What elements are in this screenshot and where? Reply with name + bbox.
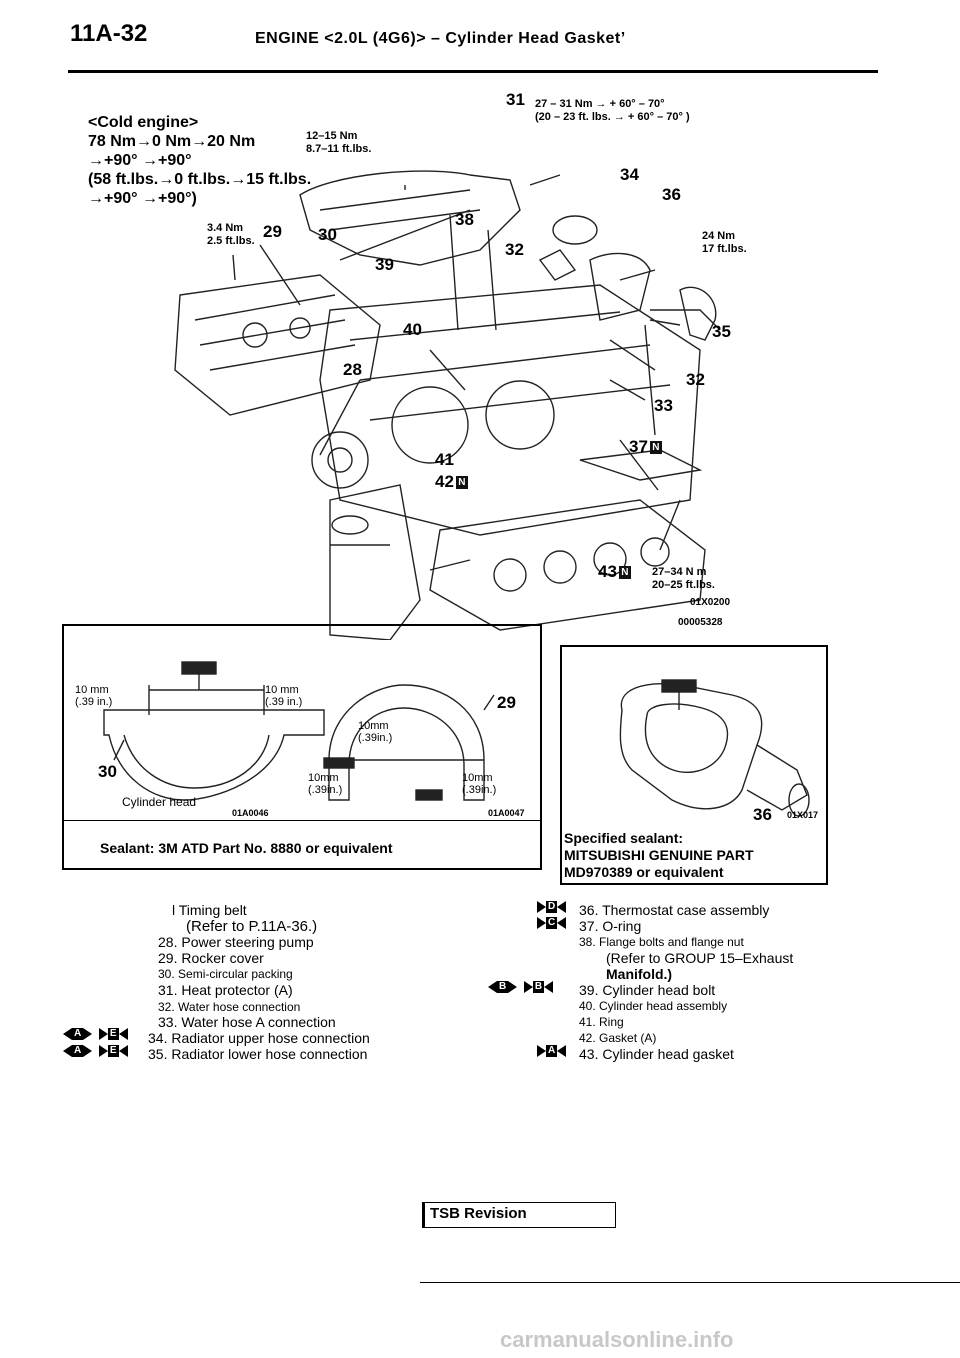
dim-label-10mm-bottom-right: 10mm(.39in.) <box>462 772 497 796</box>
service-mark-row-39: B B <box>488 979 554 993</box>
rocker-cover-shape <box>174 274 381 416</box>
panel-top-border <box>62 624 542 626</box>
callout-30: 30 <box>318 225 337 244</box>
new-part-badge: N <box>649 441 662 454</box>
service-mark-row-43: A <box>537 1043 567 1057</box>
cylinder-head-shape <box>319 284 701 536</box>
panel-top-border <box>560 645 828 647</box>
sealant-caption: Sealant: 3M ATD Part No. 8880 or equival… <box>100 840 393 856</box>
torque-note-27-34: 27–34 N m 20–25 ft.lbs. <box>652 566 715 591</box>
callout-32-bottom: 32 <box>686 370 705 389</box>
diagram-code: 00005328 <box>678 617 723 628</box>
torque-note-24: 24 Nm 17 ft.lbs. <box>702 230 747 255</box>
callout-40: 40 <box>403 320 422 339</box>
list-item: 33. Water hose A connection <box>158 1014 336 1030</box>
list-item: 40. Cylinder head assembly <box>579 999 728 1013</box>
figure-code-right: 01A0047 <box>488 808 525 818</box>
panel-bottom-border <box>62 868 542 870</box>
list-item: (Refer to GROUP 15–Exhaust <box>606 950 794 966</box>
list-item: 38. Flange bolts and flange nut <box>579 935 744 949</box>
list-item: 34. Radiator upper hose connection <box>148 1030 370 1046</box>
callout-35: 35 <box>712 322 731 341</box>
callout-34: 34 <box>620 165 639 184</box>
new-part-badge: N <box>618 566 631 579</box>
figure-code: 01X017 <box>787 810 819 820</box>
header-rule <box>68 70 878 73</box>
list-item: 32. Water hose connection <box>158 1000 301 1014</box>
callout-32-top: 32 <box>505 240 524 259</box>
service-mark-row-37: C <box>537 915 567 929</box>
exploded-engine-diagram <box>174 170 721 640</box>
torque-note-27-31: 27 – 31 Nm → + 60° – 70° (20 – 23 ft. lb… <box>535 98 690 123</box>
power-steering-pump-shape <box>311 431 369 489</box>
callout-38: 38 <box>455 210 474 229</box>
list-item: (Refer to P.11A-36.) <box>186 918 318 935</box>
tsb-revision-label: TSB Revision <box>430 1205 527 1222</box>
list-item: 28. Power steering pump <box>158 934 314 950</box>
heat-protector-shape <box>299 170 521 266</box>
callout-31: 31 <box>506 90 525 109</box>
panel-label-30: 30 <box>98 762 117 781</box>
service-mark-row-36: D <box>537 899 567 913</box>
panel-right-border <box>826 645 828 885</box>
list-item: l Timing belt <box>172 902 247 918</box>
callout-29: 29 <box>263 222 282 241</box>
list-item: 29. Rocker cover <box>158 950 264 966</box>
list-item: 42. Gasket (A) <box>579 1031 657 1045</box>
dim-label-10mm-arc: 10mm(.39in.) <box>358 720 393 744</box>
list-item: 39. Cylinder head bolt <box>579 982 716 998</box>
list-item: 31. Heat protector (A) <box>158 982 293 998</box>
dim-label-10mm-bottom-left: 10mm(.39in.) <box>308 772 343 796</box>
list-item: 30. Semi-circular packing <box>158 967 293 981</box>
list-item: 35. Radiator lower hose connection <box>148 1046 368 1062</box>
list-item: 41. Ring <box>579 1015 624 1029</box>
list-item: 36. Thermostat case assembly <box>579 902 770 918</box>
panel-right-border <box>540 624 542 869</box>
list-item: 37. O-ring <box>579 918 642 934</box>
dim-label-10mm-right: 10 mm(.39 in.) <box>265 684 303 708</box>
list-item: 43. Cylinder head gasket <box>579 1046 734 1062</box>
panel-divider <box>62 820 542 821</box>
thermostat-case-diagram <box>619 679 810 817</box>
gasket-shape <box>429 499 706 631</box>
panel-label-36: 36 <box>753 805 772 824</box>
dim-label-10mm-left: 10 mm(.39 in.) <box>75 684 113 708</box>
panel-label-29: 29 <box>497 693 516 712</box>
cylinder-head-label: Cylinder head <box>122 795 197 809</box>
callout-33: 33 <box>654 396 673 415</box>
page-title: ENGINE <2.0L (4G6)> – Cylinder Head Gask… <box>255 30 626 47</box>
page-number: 11A-32 <box>70 20 148 47</box>
sealant-application-diagram <box>103 661 495 801</box>
diagram-code: 01X0200 <box>690 597 731 608</box>
callout-39: 39 <box>375 255 394 274</box>
panel-left-border <box>62 624 64 869</box>
callout-28: 28 <box>343 360 362 379</box>
panel-bottom-border <box>560 883 828 885</box>
service-mark-row-35: A E <box>63 1043 128 1057</box>
callout-41: 41 <box>435 450 454 469</box>
watermark: carmanualsonline.info <box>500 1327 734 1352</box>
new-part-badge: N <box>455 476 468 489</box>
torque-note-3-4: 3.4 Nm 2.5 ft.lbs. <box>207 222 255 247</box>
callout-36: 36 <box>662 185 681 204</box>
tsb-revision-box <box>422 1202 616 1228</box>
torque-note-cold-engine: <Cold engine> 78 Nm→0 Nm→20 Nm →+90° →+9… <box>88 114 312 207</box>
panel-left-border <box>560 645 562 885</box>
footer-rule <box>420 1282 960 1283</box>
torque-note-12-15: 12–15 Nm 8.7–11 ft.lbs. <box>306 130 372 155</box>
list-item: Manifold.) <box>606 966 673 982</box>
service-mark-row-34: A E <box>63 1026 128 1040</box>
figure-code-left: 01A0046 <box>232 808 269 818</box>
specified-sealant-caption: Specified sealant: MITSUBISHI GENUINE PA… <box>564 830 754 880</box>
